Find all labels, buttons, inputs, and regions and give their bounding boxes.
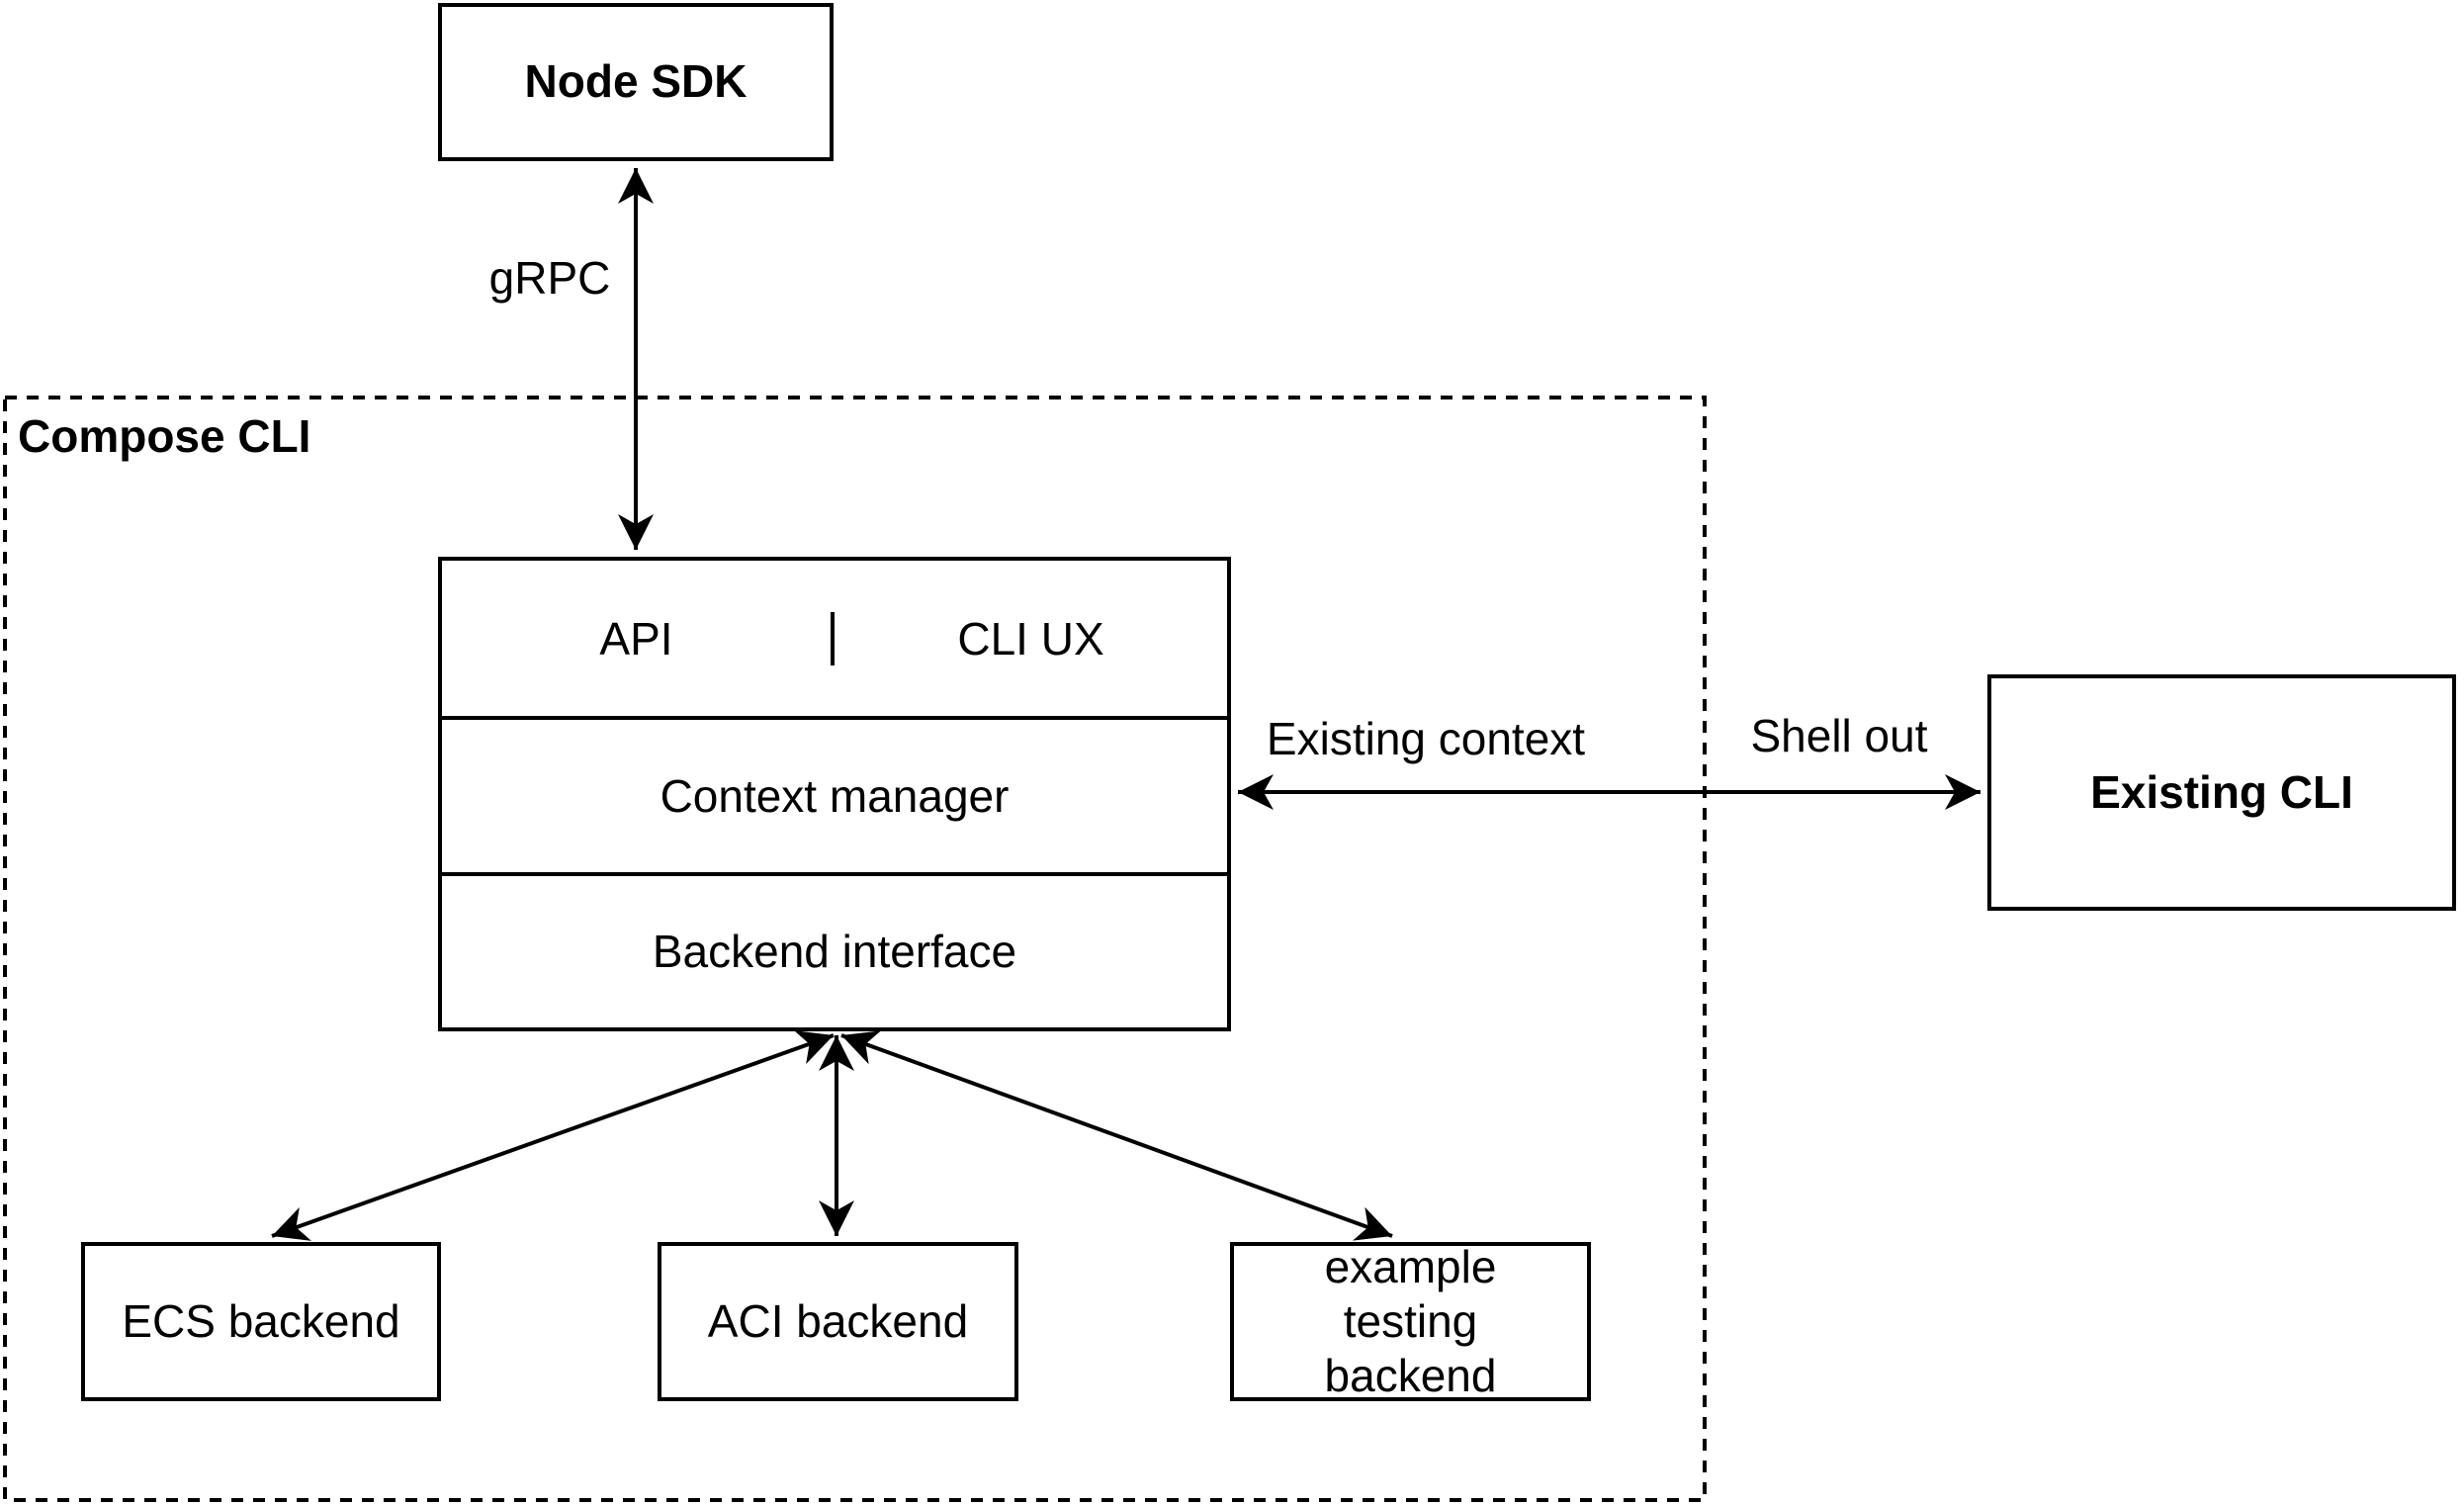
- ecs-backend-arrow: [271, 1030, 835, 1241]
- example-testing-backend-label: example testing backend: [1324, 1240, 1497, 1402]
- ecs-backend-box: ECS backend: [81, 1242, 441, 1401]
- compose-cli-dashed-border: [3, 396, 1707, 1502]
- compose-cli-container-label: Compose CLI: [14, 409, 315, 463]
- stack-top-row: API CLI UX: [442, 561, 1227, 716]
- context-manager-label: Context manager: [660, 769, 1010, 822]
- api-cell: API: [442, 611, 835, 665]
- node-sdk-label: Node SDK: [524, 55, 748, 108]
- backend-interface-label: Backend interface: [652, 926, 1017, 978]
- compose-cli-stack: API CLI UX Context manager Backend inter…: [438, 557, 1231, 1031]
- backend-interface-cell: Backend interface: [442, 871, 1227, 1027]
- api-label: API: [599, 612, 673, 665]
- existing-cli-box: Existing CLI: [1987, 674, 2456, 911]
- shell-out-edge-label: Shell out: [1750, 710, 1928, 761]
- example-backend-arrow: [840, 1030, 1393, 1241]
- grpc-edge-label: gRPC: [488, 252, 611, 304]
- aci-backend-label: ACI backend: [707, 1294, 969, 1347]
- cli-ux-label: CLI UX: [957, 612, 1104, 665]
- aci-backend-box: ACI backend: [658, 1242, 1018, 1401]
- existing-context-edge-label: Existing context: [1266, 713, 1586, 764]
- context-manager-cell: Context manager: [442, 716, 1227, 871]
- node-sdk-box: Node SDK: [438, 3, 834, 161]
- example-testing-backend-box: example testing backend: [1230, 1240, 1591, 1402]
- ecs-backend-label: ECS backend: [122, 1294, 400, 1347]
- existing-cli-label: Existing CLI: [2090, 765, 2353, 818]
- cli-ux-cell: CLI UX: [835, 612, 1227, 665]
